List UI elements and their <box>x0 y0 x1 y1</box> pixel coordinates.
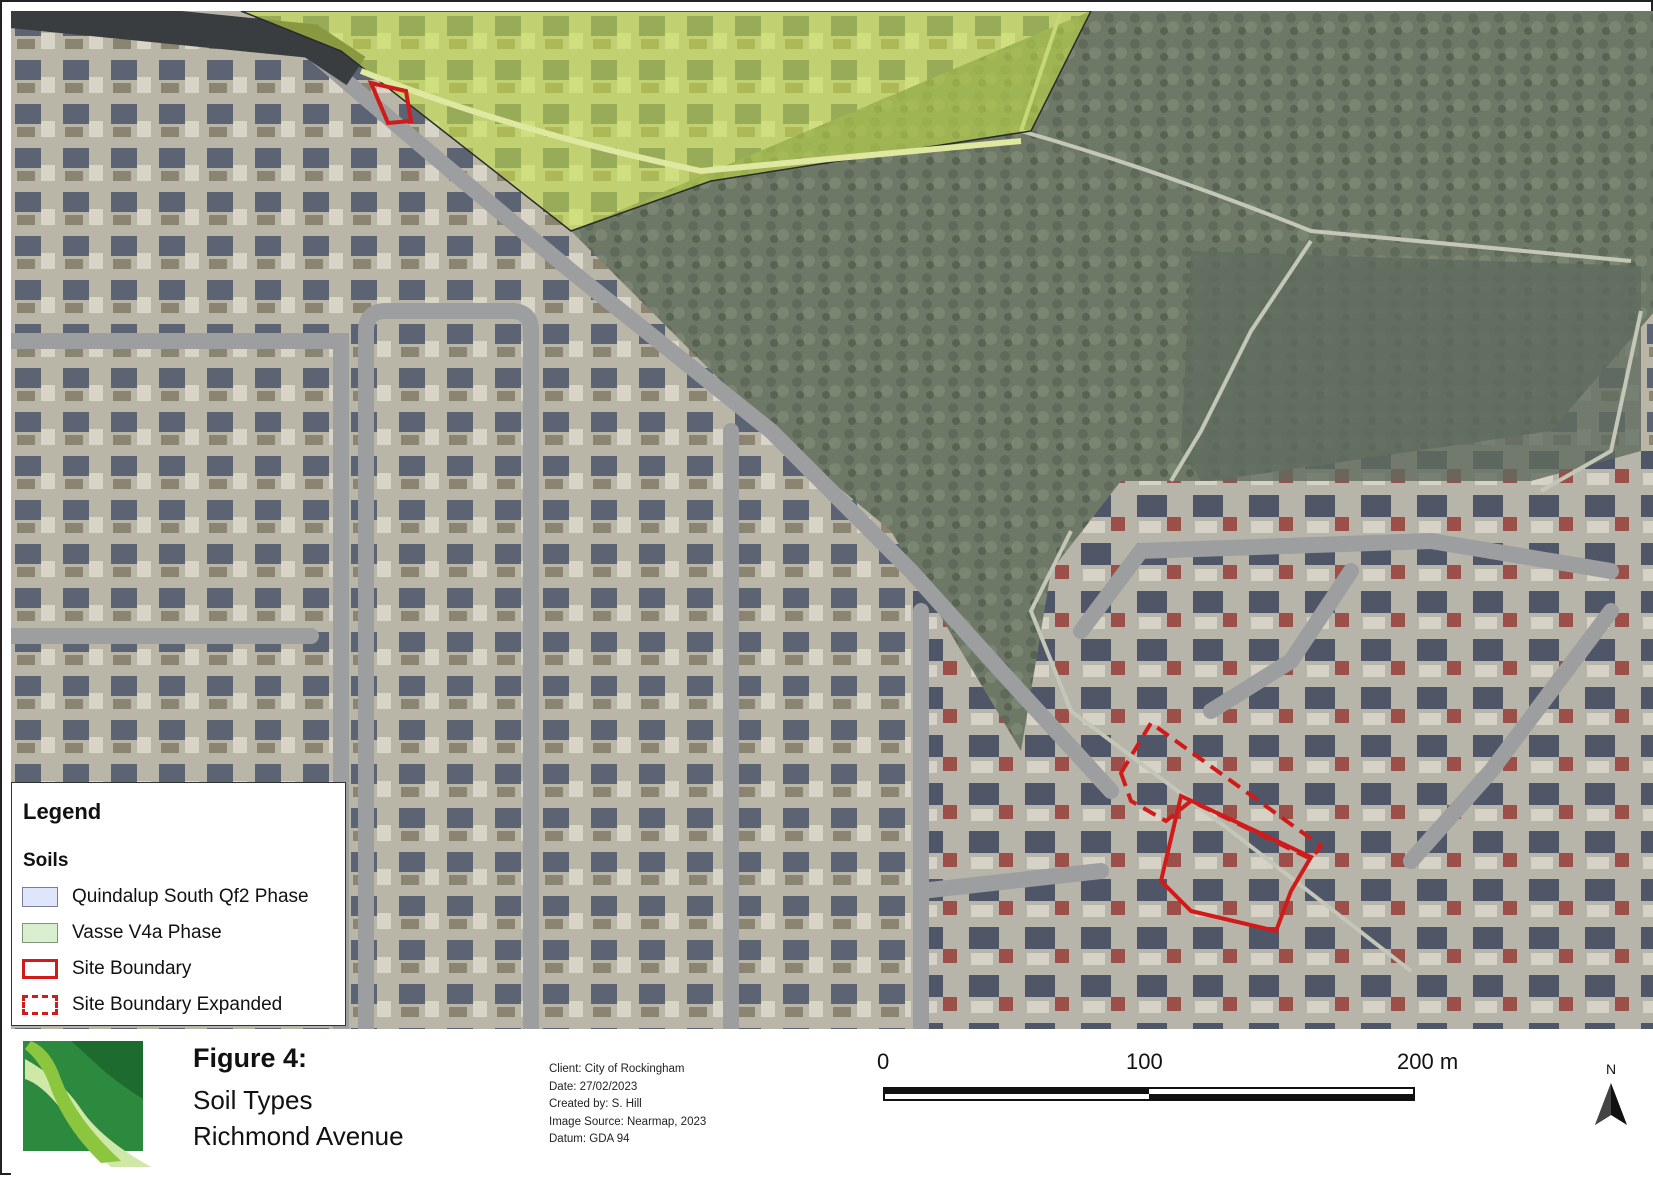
scale-tick-0: 0 <box>877 1049 890 1074</box>
legend-group-soils: Soils <box>23 850 69 871</box>
legend-label: Site Boundary Expanded <box>72 994 283 1015</box>
north-arrow: N <box>1591 1061 1631 1131</box>
site-boundary-north[interactable] <box>367 80 414 126</box>
legend-label: Quindalup South Qf2 Phase <box>72 886 309 907</box>
overlay-track <box>359 68 1022 175</box>
map-metadata: Client: City of Rockingham Date: 27/02/2… <box>549 1061 706 1149</box>
figure-title-line1: Soil Types <box>193 1085 313 1115</box>
scale-bar-graphic <box>883 1087 1415 1101</box>
figure-title-line2: Richmond Avenue <box>193 1121 404 1151</box>
meta-created-by: Created by: S. Hill <box>549 1098 642 1111</box>
tracks <box>1019 11 1643 973</box>
site-boundary-south[interactable] <box>1158 793 1314 934</box>
meta-image-source: Image Source: Nearmap, 2023 <box>549 1115 707 1128</box>
scale-bar-segment <box>885 1089 1149 1094</box>
road-dark <box>11 11 366 86</box>
figure-number: Figure 4: <box>193 1043 308 1073</box>
vasse-swatch <box>22 923 58 943</box>
legend-label: Site Boundary <box>72 958 192 979</box>
site-boundary-expanded[interactable] <box>1118 720 1324 862</box>
meta-client: Client: City of Rockingham <box>549 1063 685 1075</box>
scale-tick-200: 200 m <box>1397 1049 1459 1074</box>
meta-date: Date: 27/02/2023 <box>549 1080 638 1093</box>
site-boundary-swatch <box>22 959 58 979</box>
scale-bar-segment <box>1149 1094 1413 1099</box>
bushland-east <box>1181 251 1641 481</box>
site-boundary-expanded-swatch <box>22 995 58 1015</box>
legend-title: Legend <box>23 799 102 824</box>
legend-label: Vasse V4a Phase <box>72 922 222 943</box>
legend-panel: Legend Soils Quindalup South Qf2 Phase V… <box>11 782 346 1026</box>
legend-item-vasse: Vasse V4a Phase <box>22 920 222 946</box>
legend-item-quindalup: Quindalup South Qf2 Phase <box>22 884 309 910</box>
vasse-v4a-area[interactable] <box>240 11 1092 232</box>
map-footer: Figure 4: Soil Types Richmond Avenue Cli… <box>11 1029 1653 1177</box>
scale-tick-100: 100 <box>1126 1049 1163 1074</box>
scale-bar: 0 100 200 m <box>871 1049 1458 1149</box>
logo-icon <box>23 1041 151 1167</box>
north-label: N <box>1605 1061 1617 1077</box>
legend-item-site-boundary-expanded: Site Boundary Expanded <box>22 992 282 1018</box>
quindalup-swatch <box>22 887 58 907</box>
legend-item-site-boundary: Site Boundary <box>22 956 191 982</box>
north-arrow-icon <box>1595 1083 1627 1125</box>
bushland-reserve <box>571 11 1653 751</box>
meta-datum: Datum: GDA 94 <box>549 1133 630 1146</box>
